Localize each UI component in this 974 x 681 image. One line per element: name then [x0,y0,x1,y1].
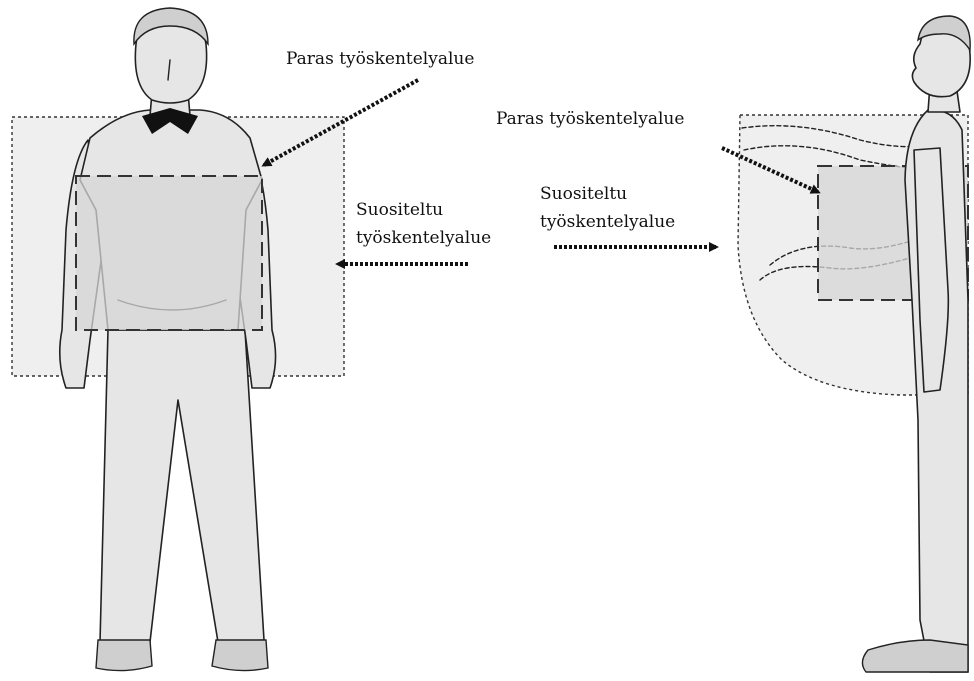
side-view: Paras työskentelyalue Suositeltu työsken… [496,16,970,672]
front-recommended-label-line1: Suositeltu [356,200,443,220]
side-recommended-label-line2: työskentelyalue [540,212,675,232]
front-recommended-label-line2: työskentelyalue [356,228,491,248]
front-best-area [76,176,262,330]
side-best-area-label: Paras työskentelyalue [496,109,684,129]
side-figure-shoe [862,640,968,672]
side-recommended-label-line1: Suositeltu [540,184,627,204]
front-best-area-label: Paras työskentelyalue [286,49,474,69]
front-view: Paras työskentelyalue Suositeltu työsken… [12,8,491,671]
front-figure-left-shoe [96,640,152,671]
front-figure-right-shoe [212,640,268,671]
front-figure-legs [100,330,264,642]
